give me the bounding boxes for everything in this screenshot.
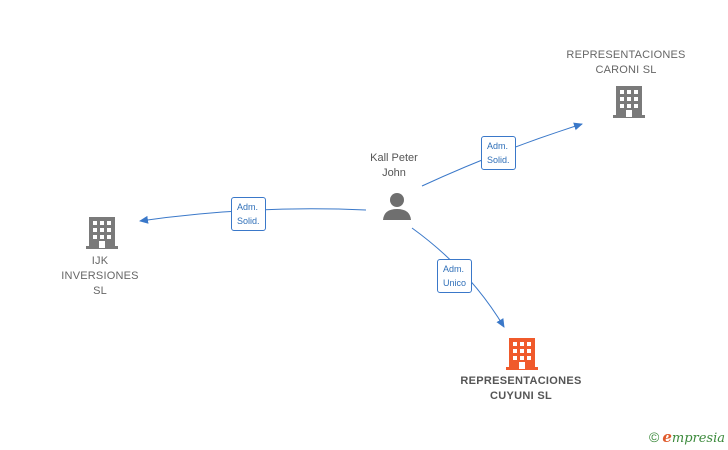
relation-caroni-line-2: Solid. bbox=[487, 155, 510, 165]
company-ijk-line-2: INVERSIONES bbox=[61, 270, 139, 282]
brand-initial: e bbox=[662, 428, 672, 446]
building-icon[interactable] bbox=[506, 336, 538, 370]
person-name-line-1: Kall Peter bbox=[370, 152, 418, 164]
relation-ijk-line-1: Adm. bbox=[237, 202, 259, 212]
company-caroni-line-2: CARONI SL bbox=[595, 64, 657, 76]
brand-watermark: ©empresia bbox=[649, 428, 725, 446]
person-name[interactable]: Kall Peter John bbox=[354, 151, 434, 181]
company-ijk-line-1: IJK bbox=[91, 255, 109, 267]
relation-cuyuni-line-2: Unico bbox=[443, 278, 467, 288]
relation-cuyuni-line-1: Adm. bbox=[443, 264, 465, 274]
relation-label-caroni[interactable]: Adm. Solid. bbox=[481, 136, 516, 170]
relation-label-cuyuni[interactable]: Adm. Unico bbox=[437, 259, 473, 293]
company-label-ijk[interactable]: IJK INVERSIONES SL bbox=[50, 254, 150, 299]
relation-label-ijk[interactable]: Adm. Solid. bbox=[231, 197, 266, 231]
relation-ijk-line-2: Solid. bbox=[237, 216, 260, 226]
brand-name: mpresia bbox=[671, 431, 726, 446]
relation-caroni-line-1: Adm. bbox=[487, 141, 509, 151]
building-icon[interactable] bbox=[613, 84, 645, 118]
company-label-cuyuni[interactable]: REPRESENTACIONES CUYUNI SL bbox=[441, 374, 601, 404]
company-cuyuni-line-2: CUYUNI SL bbox=[490, 390, 552, 402]
person-icon[interactable] bbox=[382, 191, 412, 221]
company-ijk-line-3: SL bbox=[93, 285, 107, 297]
company-caroni-line-1: REPRESENTACIONES bbox=[566, 49, 686, 61]
company-label-caroni[interactable]: REPRESENTACIONES CARONI SL bbox=[556, 48, 696, 78]
copyright-symbol: © bbox=[649, 429, 660, 445]
building-icon[interactable] bbox=[86, 215, 118, 249]
person-name-line-2: John bbox=[382, 167, 406, 179]
company-cuyuni-line-1: REPRESENTACIONES bbox=[460, 375, 582, 387]
